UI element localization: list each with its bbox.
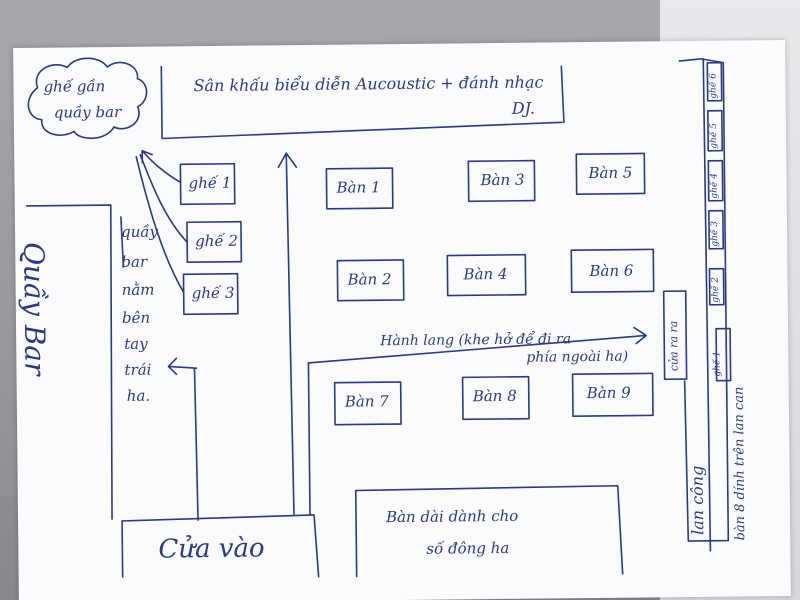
bar-note-6: trái	[124, 360, 152, 379]
balcony-seat-6-label: ghế 6	[708, 72, 719, 99]
table-8-label: Bàn 8	[472, 386, 517, 406]
bar-note-1: quầy	[120, 222, 159, 241]
table-5-box	[575, 152, 646, 195]
table-3-box	[467, 159, 536, 203]
chair-2-label: ghế 2	[195, 231, 239, 251]
entrance-outline	[121, 514, 320, 578]
floor-plan-drawing	[25, 57, 732, 578]
balcony-outline	[678, 58, 730, 552]
bar-inner-line	[120, 216, 125, 268]
table-6-box	[570, 248, 655, 294]
balcony-seat-4-label: ghế 4	[709, 172, 720, 199]
table-7-label: Bàn 7	[344, 392, 389, 411]
bar-note-4: bên	[121, 308, 151, 327]
arrow-up-center	[277, 152, 298, 516]
balcony-seat-6-box	[706, 61, 723, 102]
table-6-label: Bàn 6	[589, 261, 634, 281]
chair-3-box	[182, 272, 239, 316]
entrance-label: Cửa vào	[158, 533, 265, 565]
side-door-box	[662, 290, 688, 381]
balcony-seat-2-box	[708, 267, 725, 306]
hallway-arrow	[307, 326, 647, 516]
stage-label-line1: Sân khấu biểu diễn Aucoustic + đánh nhạc	[193, 72, 544, 96]
table-9-label: Bàn 9	[586, 383, 631, 403]
balcony-label: lan công	[687, 465, 708, 536]
balcony-seat-3-box	[708, 209, 725, 250]
long-table-outline	[354, 484, 624, 578]
table-3-label: Bàn 3	[480, 170, 525, 190]
chair-1-label: ghế 1	[188, 173, 232, 193]
table-7-box	[333, 381, 402, 426]
balcony-seat-1-box	[715, 327, 732, 382]
corridor-line-left	[193, 367, 199, 521]
balcony-seat-5-label: ghế 5	[708, 122, 720, 149]
side-door-label: cửa ra ra	[667, 320, 681, 372]
arrow-chair3-cloud	[135, 155, 185, 294]
table-1-box	[325, 167, 394, 210]
bar-note-7: ha.	[126, 386, 151, 405]
cloud-label-line2: quầy bar	[53, 102, 122, 122]
long-table-label-line2: số đông ha	[426, 538, 510, 558]
arrow-chair1-cloud	[141, 149, 182, 184]
cloud-shape	[27, 57, 148, 140]
chair-3-label: ghế 3	[191, 283, 235, 303]
balcony-seat-2-label: ghế 2	[710, 276, 721, 303]
hallway-label-line2: phía ngoài ha)	[526, 348, 629, 366]
long-table-label-line1: Bàn dài dành cho	[385, 506, 519, 527]
hallway-label-line1: Hành lang (khe hở để đi ra	[380, 331, 572, 350]
table-2-box	[336, 259, 405, 302]
table-9-box	[571, 372, 654, 418]
arrow-chair2-cloud	[139, 153, 188, 244]
stage-outline	[160, 65, 565, 140]
table-1-label: Bàn 1	[336, 178, 381, 197]
table-5-label: Bàn 5	[588, 163, 633, 183]
chair-1-box	[179, 162, 236, 206]
table-4-box	[446, 253, 527, 297]
balcony-seat-1-label: ghế 1	[712, 350, 723, 377]
arrow-left-bar	[167, 357, 198, 376]
stage-label-line2: DJ.	[511, 98, 535, 118]
table-2-label: Bàn 2	[347, 270, 392, 289]
table-4-label: Bàn 4	[463, 264, 508, 284]
bar-note-3: nằm	[121, 280, 155, 299]
bar-note-2: bar	[121, 252, 148, 271]
balcony-seat-3-label: ghế 3	[709, 220, 721, 247]
bar-counter-outline	[25, 204, 113, 520]
balcony-seat-5-box	[707, 109, 724, 152]
table-8-box	[461, 375, 530, 421]
bar-note-5: tay	[124, 334, 148, 353]
floor-plan-sheet: ghế gần quầy bar Sân khấu biểu diễn Auco…	[13, 39, 791, 600]
balcony-seat-4-box	[707, 159, 724, 202]
balcony-chairs-caption: bàn 8 dính trên lan can	[731, 386, 749, 541]
cloud-label-line1: ghế gần	[43, 77, 106, 96]
bar-area-label: Quầy Bar	[17, 241, 52, 376]
